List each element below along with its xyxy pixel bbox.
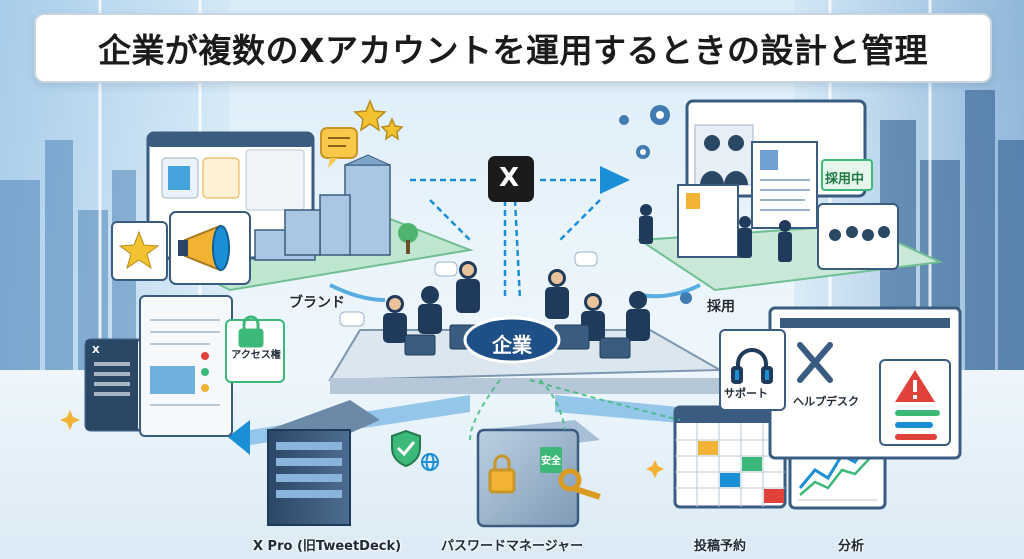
support-panels: [719, 306, 962, 460]
recruit-sign-label: 採用中: [825, 172, 865, 187]
headset-icon: [731, 348, 773, 384]
enterprise-label: 企業: [492, 333, 532, 357]
shield-check-icon: [391, 429, 421, 468]
brand-label: ブランド: [289, 295, 345, 311]
schedule-label: 投稿予約: [694, 539, 747, 554]
alert-icon: [895, 370, 935, 402]
password-vault: [476, 420, 601, 528]
star-icon: [353, 98, 404, 141]
lock-icon: [238, 315, 264, 348]
x-logo-label: X: [499, 163, 520, 193]
calendar-icon: [673, 405, 787, 509]
title-banner: 企業が複数のXアカウントを運用するときの設計と管理: [34, 13, 992, 83]
tools-icon: [797, 342, 833, 383]
access-label: アクセス権: [231, 350, 281, 361]
globe-icon: [421, 453, 439, 471]
helpdesk-label: ヘルプデスク: [793, 395, 859, 408]
page-title: 企業が複数のXアカウントを運用するときの設計と管理: [98, 31, 928, 70]
analytics-label: 分析: [838, 539, 865, 554]
brand-platform: [111, 98, 474, 292]
server-icon: [267, 400, 439, 526]
x-logo-icon: [488, 156, 534, 202]
support-label: サポート: [724, 387, 768, 400]
xpro-label: X Pro (旧TweetDeck): [253, 539, 402, 554]
key-icon: [558, 468, 601, 500]
enterprise-node: [463, 316, 561, 364]
megaphone-icon: [178, 224, 230, 272]
password-manager-label: パスワードマネージャー: [441, 539, 584, 554]
chat-bubble-icon: [320, 127, 358, 168]
sidebar-x-label: X: [92, 345, 100, 356]
vault-badge-label: 安全: [541, 456, 561, 467]
lock-icon: [488, 454, 516, 494]
team-desk: [328, 251, 724, 394]
recruit-label: 採用: [707, 299, 735, 315]
recruit-platform: [637, 99, 944, 292]
x-dashboard-panel: [84, 295, 285, 437]
